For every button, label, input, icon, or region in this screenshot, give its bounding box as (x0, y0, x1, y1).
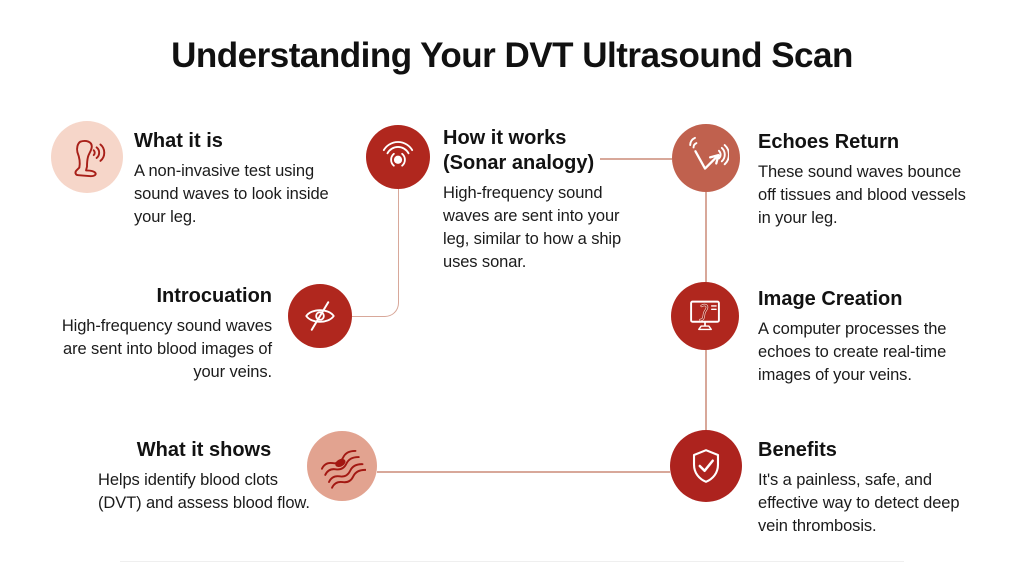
how-it-works-body: High-frequency sound waves are sent into… (443, 184, 622, 271)
how-it-works-subheading: (Sonar analogy) (443, 152, 595, 174)
echoes-return-body: These sound waves bounce off tissues and… (758, 163, 966, 227)
monitor-leg-scan-icon (682, 293, 728, 339)
connector-howitworks-to-introcuation (352, 189, 399, 317)
benefits-body: It's a painless, safe, and effective way… (758, 471, 960, 535)
blood-vessel-clot-icon (318, 442, 366, 490)
how-it-works-section: How it works (Sonar analogy) High-freque… (443, 126, 643, 274)
footer-divider (120, 561, 904, 562)
introcuation-heading: Introcuation (156, 285, 272, 307)
eye-slash-icon (298, 294, 342, 338)
what-it-shows-heading: What it shows (136, 439, 272, 461)
image-creation-body: A computer processes the echoes to creat… (758, 320, 947, 384)
page-title: Understanding Your DVT Ultrasound Scan (171, 36, 853, 75)
image-creation-section: Image Creation A computer processes the … (758, 287, 980, 387)
echo-bounce-arrow-icon (683, 135, 729, 181)
image-creation-heading: Image Creation (758, 288, 903, 310)
echoes-return-heading: Echoes Return (758, 131, 900, 153)
introcuation-body: High-frequency sound waves are sent into… (61, 317, 272, 381)
what-it-shows-section: What it shows Helps identify blood clots… (98, 438, 310, 515)
introcuation-section: Introcuation High-frequency sound waves … (57, 284, 272, 384)
what-it-is-section: What it is A non-invasive test using sou… (134, 129, 344, 229)
what-it-is-body: A non-invasive test using sound waves to… (134, 162, 329, 226)
what-it-shows-body: Helps identify blood clots (DVT) and ass… (98, 471, 310, 512)
what-it-shows-circle (307, 431, 377, 501)
connector-whatitshows-to-benefits (377, 471, 670, 473)
echoes-return-circle (672, 124, 740, 192)
image-creation-circle (671, 282, 739, 350)
benefits-section: Benefits It's a painless, safe, and effe… (758, 438, 976, 538)
what-it-is-heading: What it is (134, 130, 223, 152)
leg-sound-waves-icon (64, 134, 110, 180)
how-it-works-circle (366, 125, 430, 189)
what-it-is-circle (51, 121, 123, 193)
echoes-return-section: Echoes Return These sound waves bounce o… (758, 130, 978, 230)
connector-howitworks-to-echoes (600, 158, 672, 160)
sonar-ping-icon (376, 135, 420, 179)
benefits-heading: Benefits (758, 439, 837, 461)
how-it-works-heading: How it works (443, 127, 567, 149)
benefits-circle (670, 430, 742, 502)
shield-check-icon (683, 443, 729, 489)
introcuation-circle (288, 284, 352, 348)
